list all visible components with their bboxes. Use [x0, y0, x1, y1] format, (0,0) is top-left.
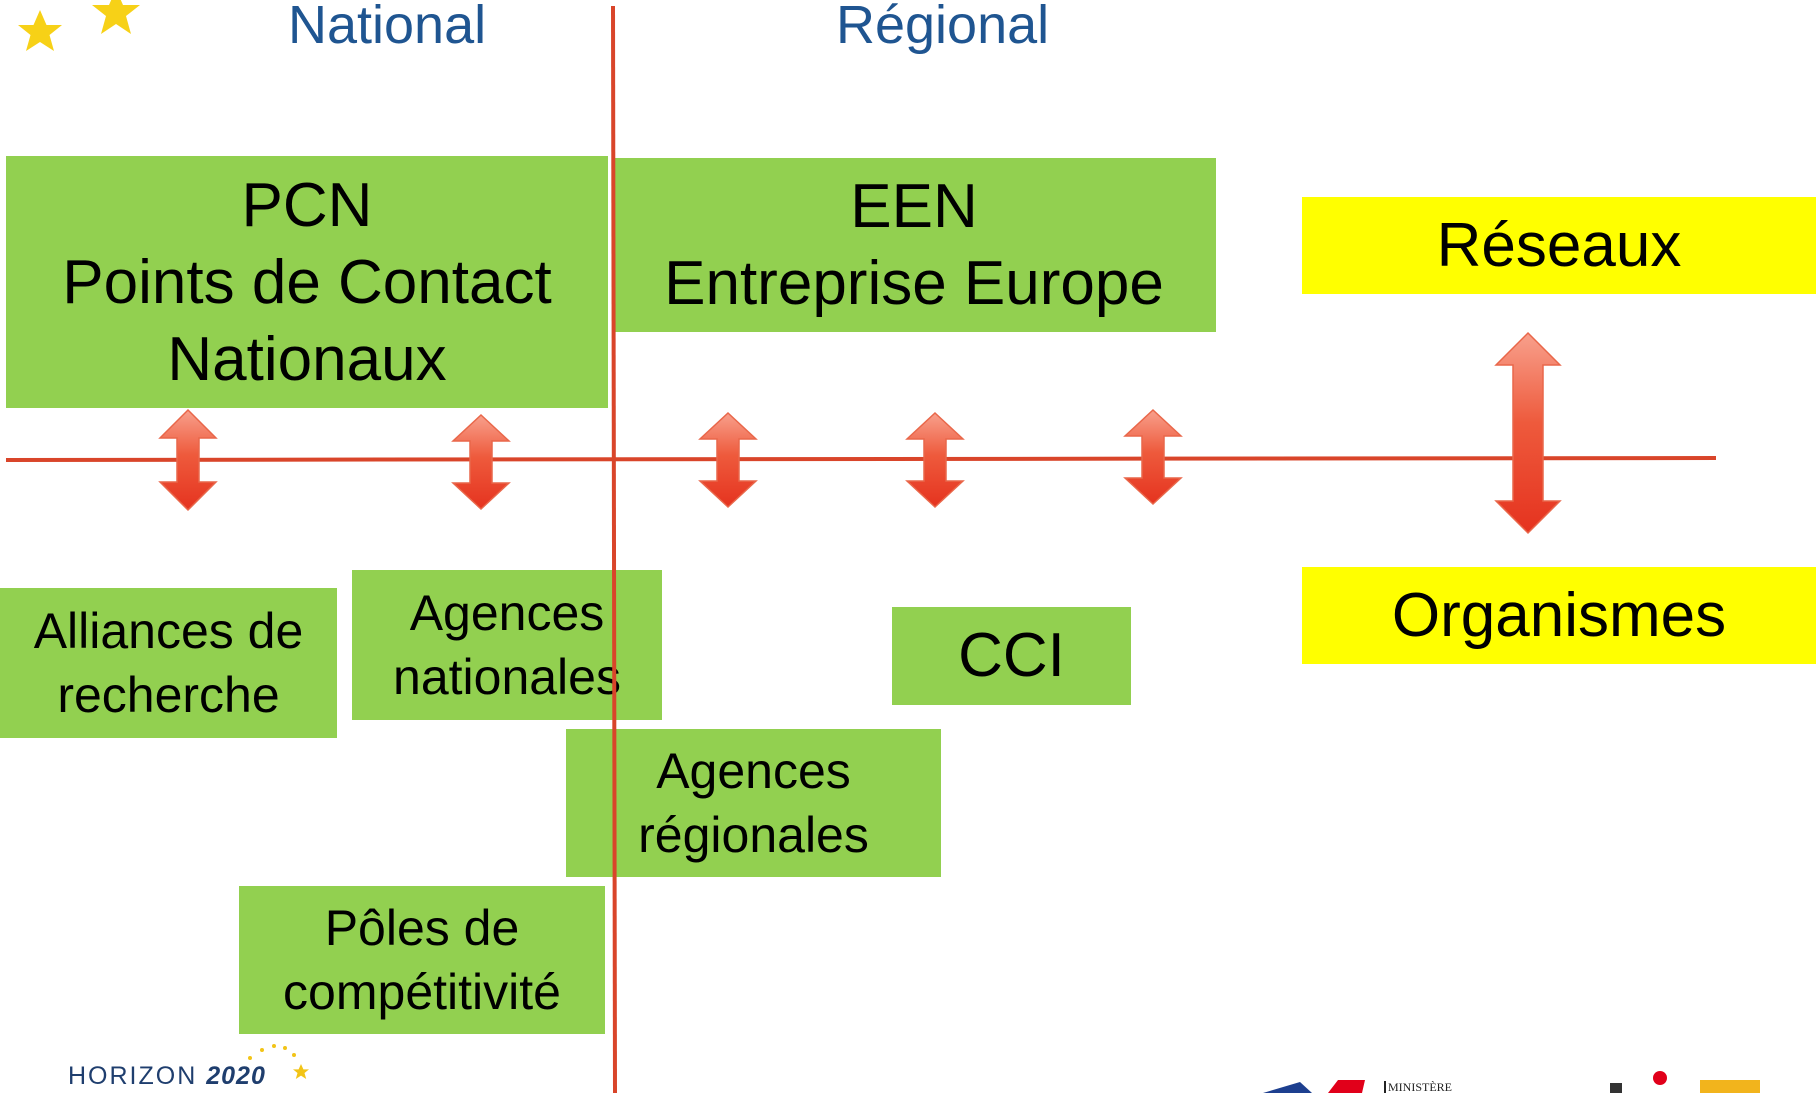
- box-pcn-line-2: Points de Contact: [62, 247, 552, 317]
- box-organismes: Organismes: [1302, 567, 1816, 664]
- partner-logo-icon: [1610, 1071, 1760, 1093]
- box-alliances: Alliances de recherche: [0, 588, 337, 738]
- box-cci-line-1: CCI: [958, 621, 1065, 690]
- box-agences-nationales: Agences nationales: [352, 570, 662, 720]
- star-icon: [92, 0, 140, 34]
- horizon-logo-prefix: HORIZON: [68, 1062, 198, 1090]
- double-arrow-1: [158, 408, 218, 512]
- horizon-logo-year: 2020: [206, 1062, 266, 1090]
- horizon-2020-logo: HORIZON 2020: [68, 1062, 266, 1091]
- box-alliances-line-2: recherche: [57, 667, 280, 723]
- box-reseaux: Réseaux: [1302, 197, 1816, 294]
- double-arrow-2: [451, 413, 511, 511]
- header-national: National: [288, 0, 487, 55]
- box-alliances-line-1: Alliances de: [33, 603, 304, 659]
- box-poles-line-2: compétitivité: [283, 964, 561, 1020]
- box-agences-regionales-line-1: Agences: [656, 743, 851, 799]
- box-pcn-line-1: PCN: [241, 170, 373, 240]
- box-poles: Pôles de compétitivité: [239, 886, 605, 1034]
- horizontal-axis-line: [5, 456, 1717, 462]
- box-een-line-2: Entreprise Europe: [664, 249, 1164, 318]
- box-reseaux-line-1: Réseaux: [1436, 211, 1682, 280]
- box-een: EEN Entreprise Europe: [612, 158, 1216, 332]
- box-agences-regionales-line-2: régionales: [638, 807, 869, 863]
- double-arrow-4: [905, 411, 965, 509]
- box-pcn: PCN Points de Contact Nationaux: [6, 156, 608, 408]
- box-agences-regionales: Agences régionales: [566, 729, 941, 877]
- ministere-label: MINISTÈRE: [1388, 1080, 1452, 1094]
- box-organismes-line-1: Organismes: [1391, 580, 1727, 650]
- box-cci: CCI: [892, 607, 1131, 705]
- double-arrow-5: [1123, 408, 1183, 506]
- star-icon: [18, 10, 62, 51]
- double-arrow-tall: [1494, 331, 1562, 535]
- box-een-line-1: EEN: [850, 172, 978, 241]
- ministere-logo-icon: [1263, 1080, 1386, 1093]
- box-agences-nationales-line-1: Agences: [409, 585, 605, 641]
- box-poles-line-1: Pôles de: [324, 900, 520, 956]
- header-regional: Régional: [836, 0, 1050, 55]
- box-pcn-line-3: Nationaux: [167, 324, 447, 394]
- box-agences-nationales-line-2: nationales: [393, 649, 621, 705]
- double-arrow-3: [698, 411, 758, 509]
